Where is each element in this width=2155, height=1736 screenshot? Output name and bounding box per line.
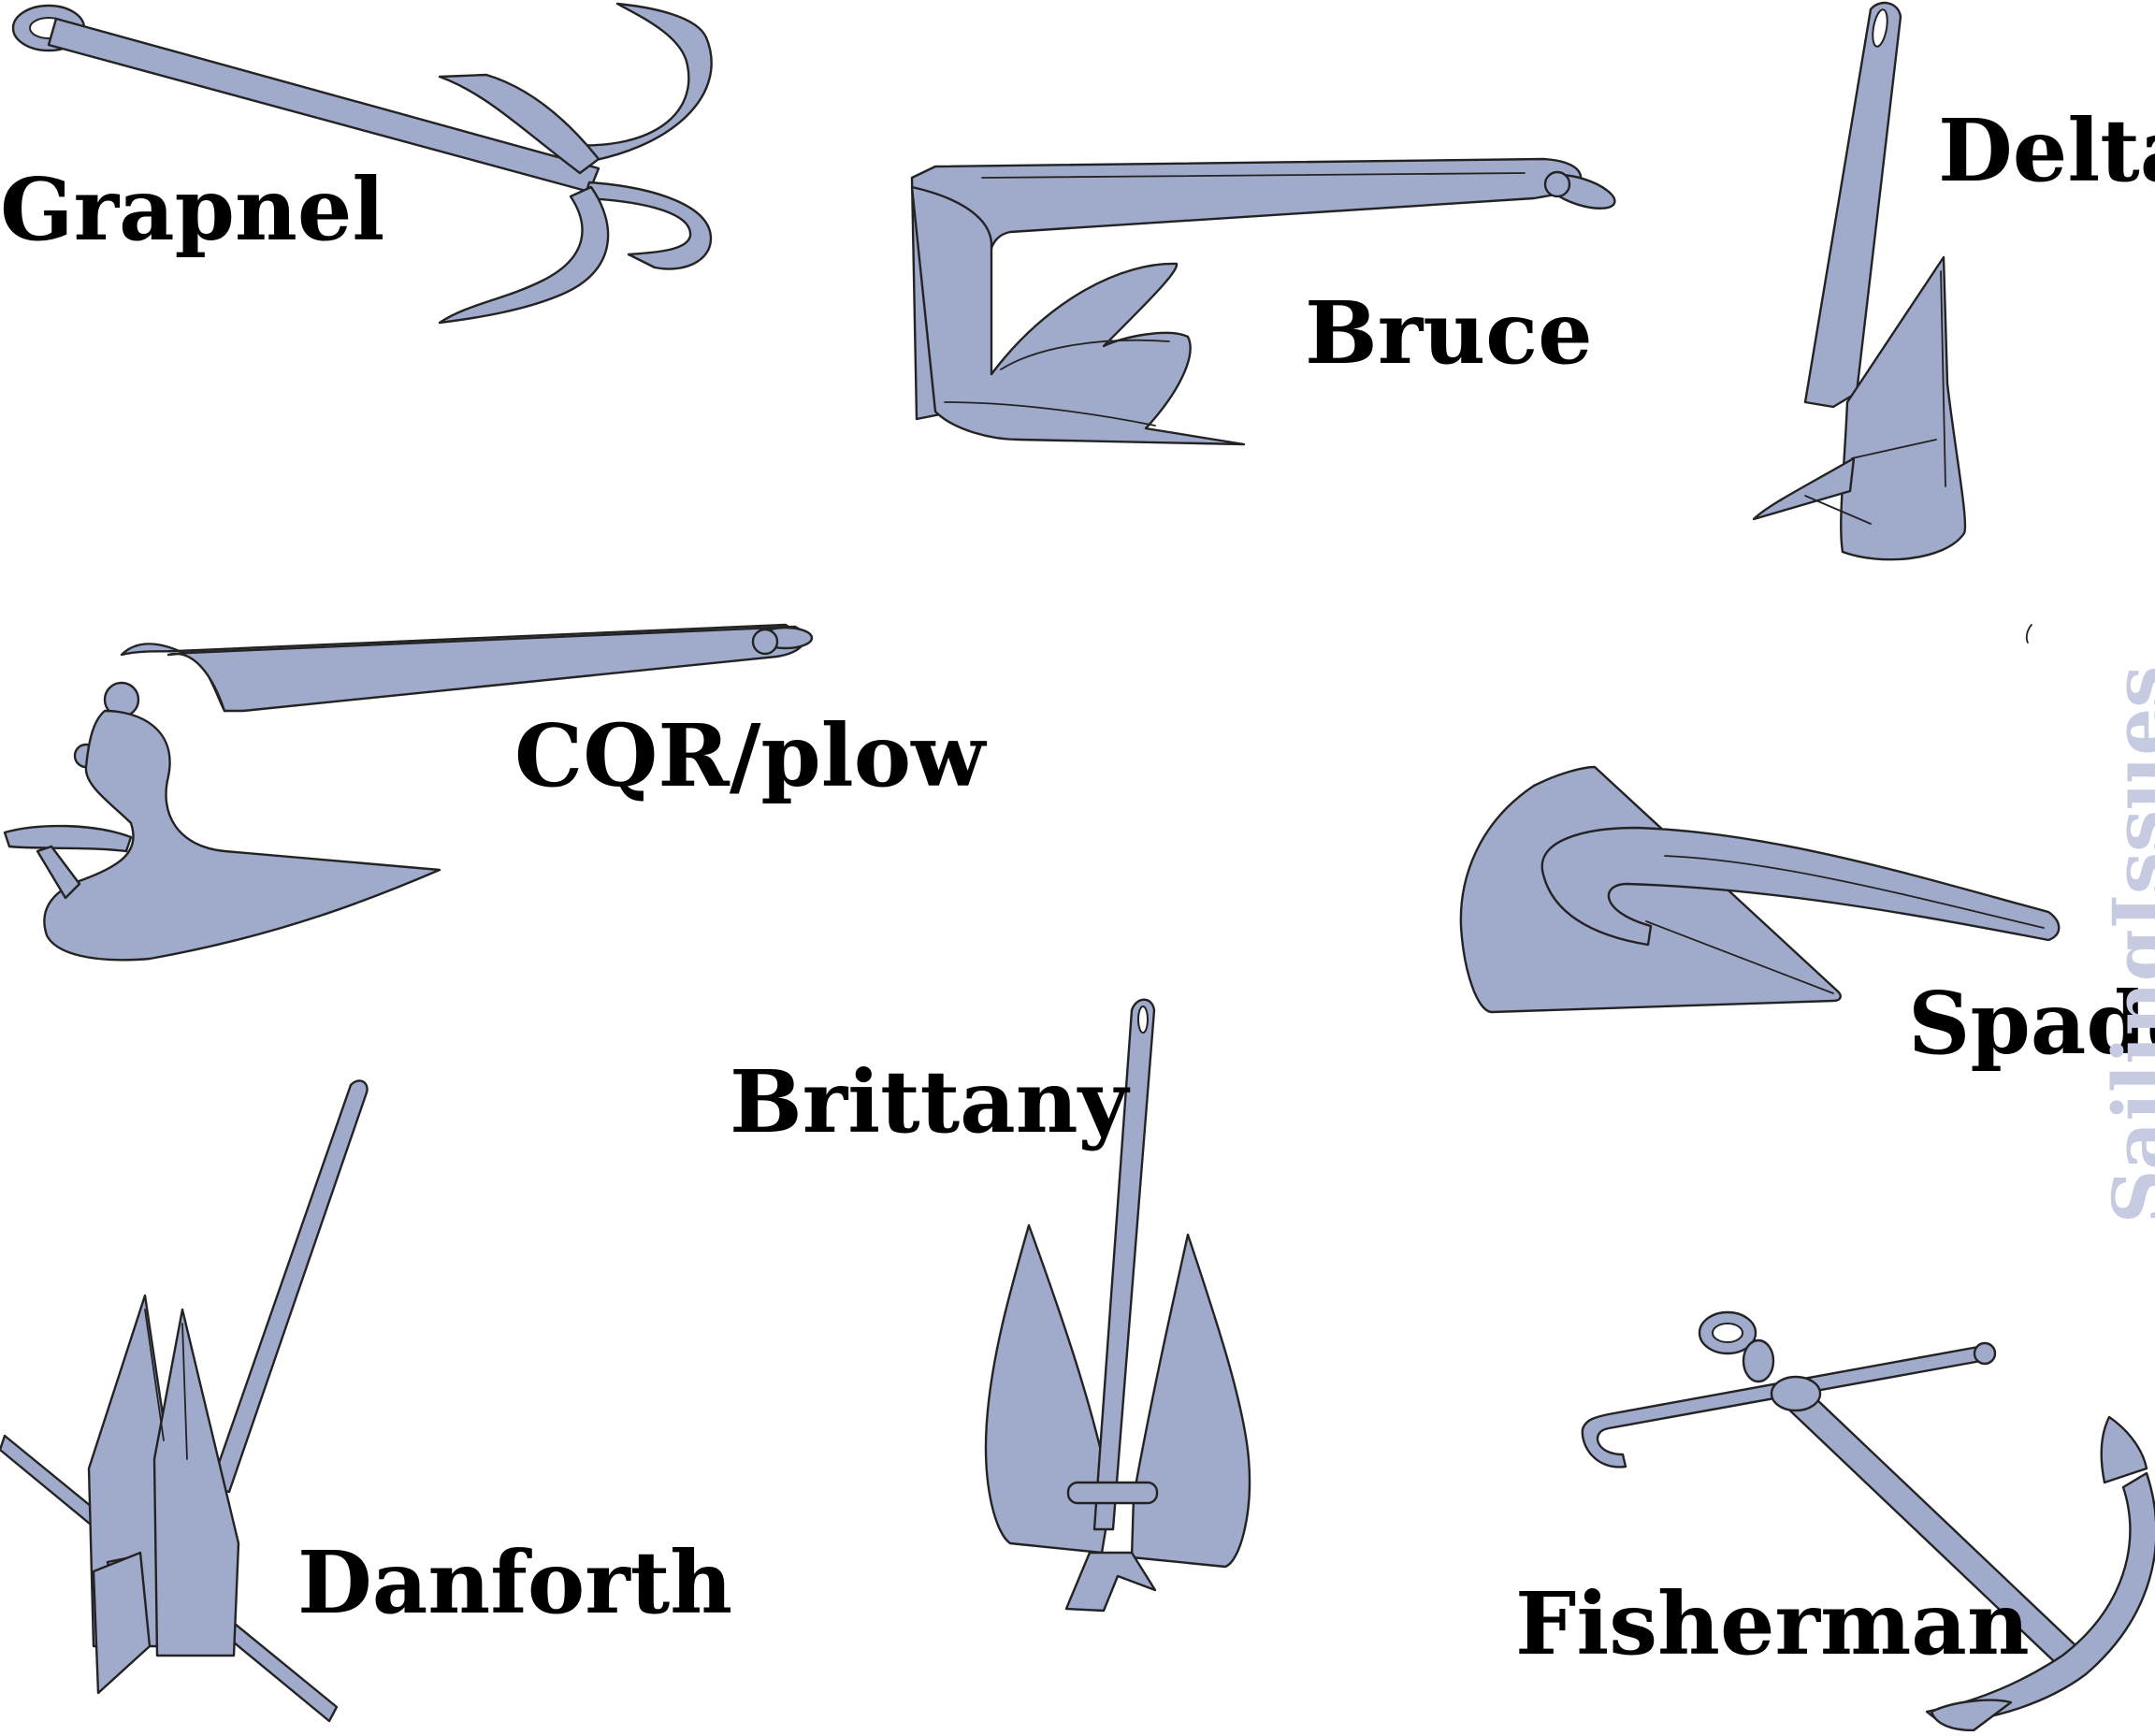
fisherman-anchor-illustration bbox=[1581, 1310, 2155, 1732]
delta-anchor-illustration bbox=[1752, 1, 1967, 561]
bruce-anchor-illustration bbox=[910, 157, 1616, 446]
label-spade: Spade bbox=[1908, 973, 2155, 1074]
spade-anchor-illustration bbox=[1459, 765, 2061, 1014]
label-grapnel: Grapnel bbox=[0, 159, 385, 260]
label-delta: Delta bbox=[1938, 100, 2155, 201]
grapnel-anchor-illustration bbox=[11, 2, 713, 325]
stray-mark bbox=[2025, 624, 2032, 644]
watermark-sailingissues: SailingIssues bbox=[2096, 665, 2155, 1224]
label-fisherman: Fisherman bbox=[1515, 1573, 2030, 1674]
label-danforth: Danforth bbox=[297, 1532, 733, 1633]
brittany-anchor-illustration bbox=[984, 998, 1251, 1613]
cqr-plow-anchor-illustration bbox=[3, 623, 814, 962]
danforth-anchor-illustration bbox=[0, 1079, 369, 1723]
label-cqr-plow: CQR/plow bbox=[514, 705, 986, 806]
label-brittany: Brittany bbox=[730, 1051, 1129, 1152]
label-bruce: Bruce bbox=[1305, 282, 1593, 383]
